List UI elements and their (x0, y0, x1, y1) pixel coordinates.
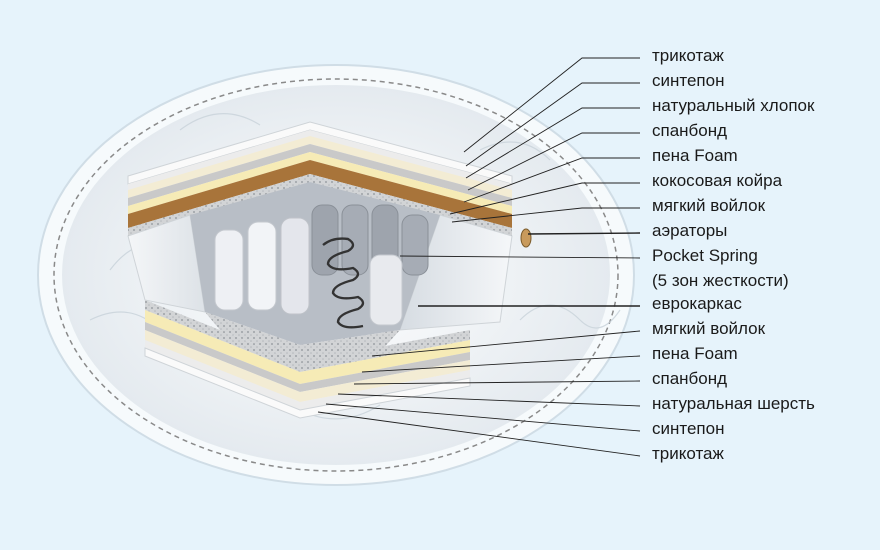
layer-label-top-7: аэраторы (652, 221, 728, 240)
layer-label-top-0: трикотаж (652, 46, 724, 65)
layer-label-bottom-0: мягкий войлок (652, 319, 766, 338)
layer-label-top-9: (5 зон жесткости) (652, 271, 789, 290)
layer-label-bottom-3: натуральная шерсть (652, 394, 815, 413)
dashed-ring (53, 78, 619, 472)
leader-line-top-8 (399, 255, 641, 259)
leader-lines (317, 57, 641, 457)
layer-label-top-6: мягкий войлок (652, 196, 766, 215)
leader-line-top-6 (451, 207, 640, 223)
right-wall (399, 214, 513, 331)
layer-label-bottom-4: синтепон (652, 419, 725, 438)
layer-label-top-5: кокосовая койра (652, 171, 783, 190)
bottom-felt (205, 312, 400, 362)
leader-line-bottom-0 (371, 330, 641, 357)
leader-line-top-7 (527, 232, 641, 235)
leader-line-top-1 (465, 82, 640, 167)
leader-line-bottom-3 (337, 393, 641, 407)
leader-line-bottom-4 (325, 403, 641, 432)
leader-line-top-2 (465, 107, 640, 179)
leader-line-top-0 (463, 57, 640, 153)
layer-label-top-8: Pocket Spring (652, 246, 758, 265)
leader-line-bottom-1 (361, 355, 641, 373)
layer-label-top-3: спанбонд (652, 121, 728, 140)
layer-label-bottom-2: спанбонд (652, 369, 728, 388)
aerator-hole (520, 228, 532, 248)
layer-label-top-1: синтепон (652, 71, 725, 90)
leader-line-bottom-2 (353, 380, 641, 385)
leader-line-top-4 (463, 157, 640, 203)
leader-line-bottom-5 (317, 411, 641, 457)
pocket-springs (214, 204, 429, 329)
layer-label-top-10: еврокаркас (652, 294, 742, 313)
leader-line-top-5 (449, 182, 640, 215)
layer-label-bottom-1: пена Foam (652, 344, 738, 363)
leader-line-top-3 (467, 132, 640, 191)
layer-label-top-2: натуральный хлопок (652, 96, 815, 115)
layer-label-bottom-5: трикотаж (652, 444, 724, 463)
layer-label-top-4: пена Foam (652, 146, 738, 165)
